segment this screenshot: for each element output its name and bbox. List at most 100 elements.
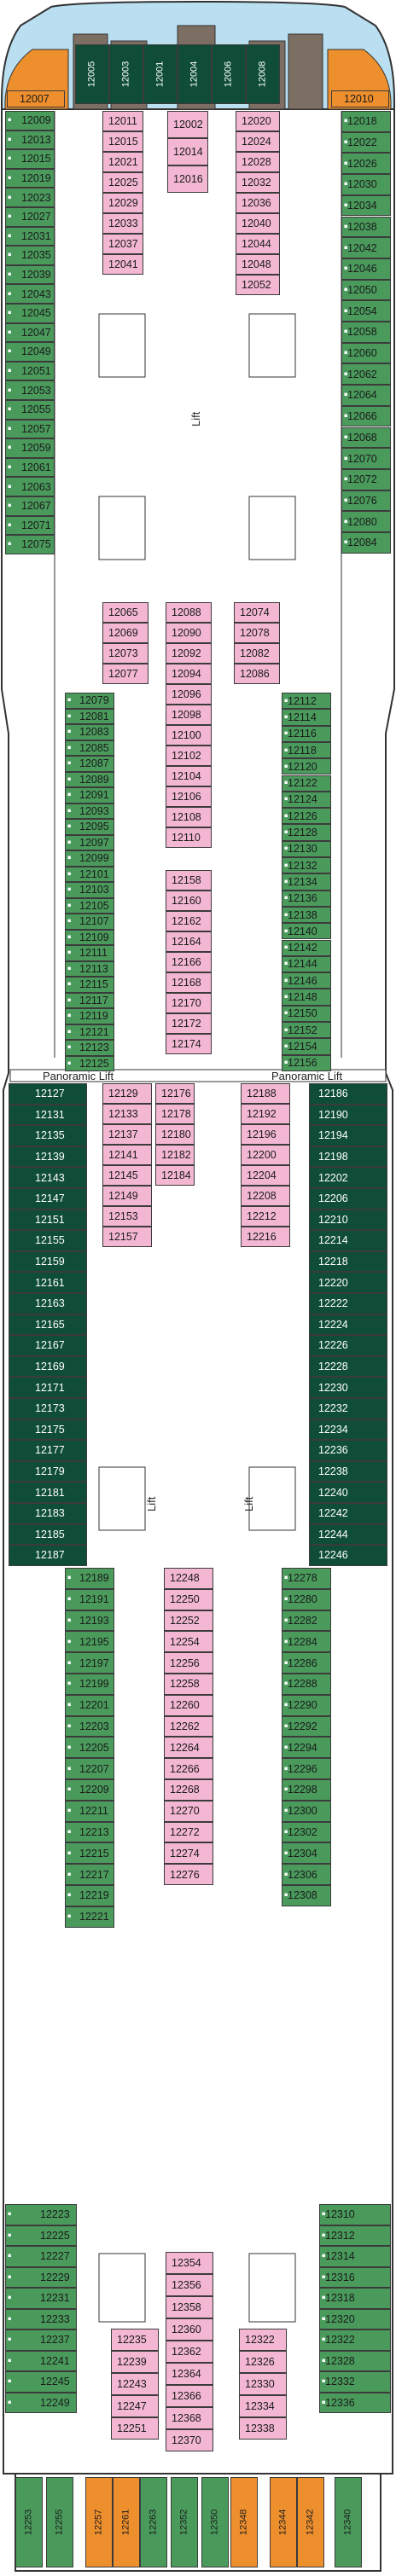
cabin-12342[interactable]: 12342 (297, 2477, 324, 2567)
cabin-12229[interactable]: 12229■ (5, 2266, 77, 2288)
cabin-12255[interactable]: 12255 (46, 2477, 73, 2567)
cabin-12139[interactable]: 12139 (9, 1146, 87, 1168)
cabin-12116[interactable]: 12116■ (282, 725, 331, 742)
cabin-12179[interactable]: 12179 (9, 1460, 87, 1482)
cabin-12268[interactable]: 12268 (164, 1779, 213, 1801)
cabin-12172[interactable]: 12172 (166, 1013, 212, 1034)
cabin-12209[interactable]: 12209■ (65, 1779, 114, 1801)
cabin-12239[interactable]: 12239 (111, 2351, 159, 2373)
cabin-12354[interactable]: 12354 (166, 2252, 213, 2274)
cabin-12266[interactable]: 12266 (164, 1758, 213, 1779)
cabin-12302[interactable]: 12302■ (282, 1821, 331, 1843)
cabin-12035[interactable]: 12035■ (5, 246, 55, 265)
cabin-12192[interactable]: 12192 (241, 1104, 290, 1124)
cabin-12171[interactable]: 12171 (9, 1377, 87, 1398)
cabin-12093[interactable]: 12093■ (65, 803, 114, 819)
cabin-12051[interactable]: 12051■ (5, 361, 55, 381)
cabin-12200[interactable]: 12200 (241, 1145, 290, 1165)
cabin-12231[interactable]: 12231■ (5, 2288, 77, 2309)
cabin-12306[interactable]: 12306■ (282, 1864, 331, 1885)
cabin-12300[interactable]: 12300■ (282, 1800, 331, 1822)
cabin-12119[interactable]: 12119■ (65, 1008, 114, 1024)
cabin-12312[interactable]: 12312■ (319, 2225, 391, 2246)
cabin-12280[interactable]: 12280■ (282, 1588, 331, 1610)
cabin-12204[interactable]: 12204 (241, 1165, 290, 1186)
cabin-12101[interactable]: 12101■ (65, 866, 114, 882)
cabin-12141[interactable]: 12141 (102, 1145, 152, 1165)
cabin-12136[interactable]: 12136■ (282, 890, 331, 907)
cabin-12370[interactable]: 12370 (166, 2429, 213, 2451)
cabin-12006[interactable]: 12006 (212, 44, 246, 104)
cabin-12027[interactable]: 12027■ (5, 207, 55, 227)
cabin-12191[interactable]: 12191■ (65, 1588, 114, 1610)
cabin-12033[interactable]: 12033 (102, 213, 143, 234)
cabin-12085[interactable]: 12085■ (65, 740, 114, 756)
cabin-12261[interactable]: 12261 (113, 2477, 140, 2567)
cabin-12175[interactable]: 12175 (9, 1419, 87, 1441)
cabin-12322[interactable]: 12322 (239, 2329, 287, 2351)
cabin-12081[interactable]: 12081■ (65, 708, 114, 724)
cabin-12251[interactable]: 12251 (111, 2417, 159, 2440)
cabin-12230[interactable]: 12230 (309, 1377, 387, 1398)
cabin-12334[interactable]: 12334 (239, 2395, 287, 2417)
cabin-12026[interactable]: 12026■ (341, 153, 391, 175)
cabin-12049[interactable]: 12049■ (5, 342, 55, 362)
cabin-12228[interactable]: 12228 (309, 1355, 387, 1378)
cabin-12031[interactable]: 12031■ (5, 226, 55, 247)
cabin-12294[interactable]: 12294■ (282, 1737, 331, 1759)
cabin-12205[interactable]: 12205■ (65, 1737, 114, 1759)
cabin-12208[interactable]: 12208 (241, 1186, 290, 1206)
cabin-12103[interactable]: 12103■ (65, 882, 114, 898)
cabin-12132[interactable]: 12132■ (282, 857, 331, 874)
cabin-12227[interactable]: 12227■ (5, 2246, 77, 2267)
cabin-12084[interactable]: 12084■ (341, 532, 391, 554)
cabin-12146[interactable]: 12146■ (282, 972, 331, 989)
cabin-12244[interactable]: 12244 (309, 1523, 387, 1546)
cabin-12077[interactable]: 12077 (102, 664, 148, 684)
cabin-12184[interactable]: 12184 (155, 1165, 195, 1186)
cabin-12041[interactable]: 12041 (102, 254, 143, 275)
cabin-12034[interactable]: 12034■ (341, 194, 391, 217)
cabin-12320[interactable]: 12320■ (319, 2308, 391, 2329)
cabin-12129[interactable]: 12129 (102, 1083, 152, 1104)
cabin-12122[interactable]: 12122■ (282, 775, 331, 792)
cabin-12256[interactable]: 12256 (164, 1652, 213, 1674)
cabin-12225[interactable]: 12225■ (5, 2225, 77, 2246)
cabin-12046[interactable]: 12046■ (341, 258, 391, 280)
cabin-12177[interactable]: 12177 (9, 1440, 87, 1461)
cabin-12005[interactable]: 12005 (75, 44, 109, 104)
cabin-12111[interactable]: 12111■ (65, 945, 114, 961)
cabin-12070[interactable]: 12070■ (341, 448, 391, 469)
cabin-12010[interactable]: 12010 (331, 90, 389, 107)
cabin-12240[interactable]: 12240 (309, 1482, 387, 1503)
cabin-12113[interactable]: 12113■ (65, 960, 114, 977)
cabin-12015[interactable]: 12015■ (5, 149, 55, 169)
cabin-12150[interactable]: 12150■ (282, 1005, 331, 1022)
cabin-12246[interactable]: 12246 (309, 1545, 387, 1566)
cabin-12165[interactable]: 12165 (9, 1314, 87, 1336)
cabin-12364[interactable]: 12364 (166, 2363, 213, 2385)
cabin-12047[interactable]: 12047■ (5, 322, 55, 343)
cabin-12308[interactable]: 12308■ (282, 1885, 331, 1906)
cabin-12009[interactable]: 12009■ (5, 111, 55, 131)
cabin-12242[interactable]: 12242 (309, 1503, 387, 1524)
cabin-12148[interactable]: 12148■ (282, 989, 331, 1006)
cabin-12164[interactable]: 12164 (166, 931, 212, 952)
cabin-12304[interactable]: 12304■ (282, 1842, 331, 1865)
cabin-12189[interactable]: 12189■ (65, 1568, 114, 1589)
cabin-12088[interactable]: 12088 (166, 602, 212, 623)
cabin-12236[interactable]: 12236 (309, 1440, 387, 1461)
cabin-12106[interactable]: 12106 (166, 786, 212, 807)
cabin-12040[interactable]: 12040 (236, 213, 280, 234)
cabin-12173[interactable]: 12173 (9, 1398, 87, 1419)
cabin-12105[interactable]: 12105■ (65, 897, 114, 914)
cabin-12076[interactable]: 12076■ (341, 490, 391, 512)
cabin-12086[interactable]: 12086 (234, 664, 280, 684)
cabin-12310[interactable]: 12310■ (319, 2204, 391, 2225)
cabin-12158[interactable]: 12158 (166, 870, 212, 891)
cabin-12092[interactable]: 12092 (166, 643, 212, 664)
cabin-12149[interactable]: 12149 (102, 1186, 152, 1206)
cabin-12170[interactable]: 12170 (166, 993, 212, 1013)
cabin-12043[interactable]: 12043■ (5, 284, 55, 304)
cabin-12102[interactable]: 12102 (166, 746, 212, 766)
